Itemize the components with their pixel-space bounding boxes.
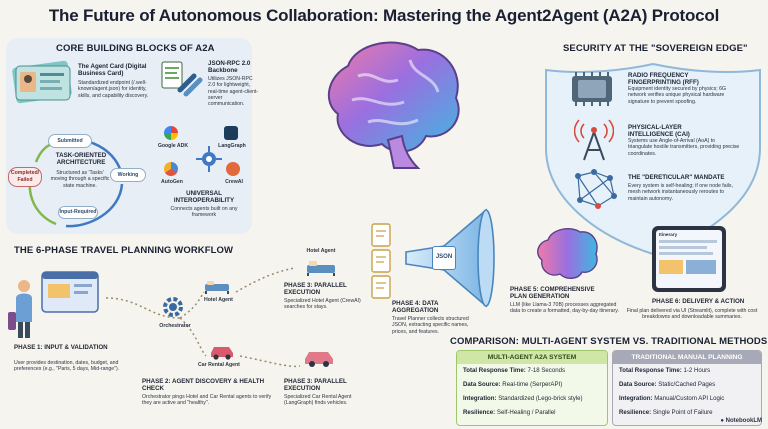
interop-text: Connects agents built on any framework (170, 206, 238, 219)
hotel-bed-icon (204, 278, 230, 294)
trad-row: Data Source: Static/Cached Pages (619, 381, 716, 388)
json-badge-label: JSON (435, 254, 453, 260)
orchestrator-gear-icon (160, 294, 186, 320)
rff-text: Equipment identity secured by physics; 6… (628, 86, 727, 105)
cai-text: Systems use Angle-of-Arrival (AoA) to tr… (628, 138, 740, 157)
phase3a-text: Specialized Hotel Agent (CrewAI) searche… (284, 298, 361, 311)
phase1-text: User provides destination, dates, budget… (14, 360, 120, 373)
json-documents-icon (368, 222, 398, 300)
hub-icon (196, 146, 222, 172)
antenna-tower-icon (573, 118, 615, 162)
phase1-title: PHASE 1: INPUT & VALIDATION (14, 344, 108, 351)
workflow-connector (100, 258, 460, 378)
mesh-network-icon (570, 168, 618, 212)
interop-title: UNIVERSAL INTEROPERABILITY (173, 190, 235, 205)
small-brain-icon (536, 226, 600, 280)
car-agent-label: Car Rental Agent (198, 362, 240, 368)
dereticular-title: THE "DERETICULAR" MANDATE (628, 174, 725, 181)
core-heading: CORE BUILDING BLOCKS OF A2A (56, 43, 215, 54)
phase3b-text: Specialized Car Rental Agent (LangGraph)… (284, 394, 352, 407)
car-icon-2 (302, 348, 336, 368)
agent-card-title: The Agent Card (Digital Business Card) (78, 63, 147, 78)
phase5-text: LLM (like Llama-3 70B) processes aggrega… (510, 302, 619, 315)
autogen-label: AutoGen (161, 179, 183, 185)
hotel-agent-label: Hotel Agent (204, 297, 233, 303)
orchestrator-label: Orchestrator (159, 323, 191, 329)
phase6-text: Final plan delivered via UI (Streamlit),… (626, 308, 758, 321)
hotel-bed-icon-2 (306, 258, 336, 276)
crewai-label: CrewAI (225, 179, 243, 185)
jsonrpc-title: JSON-RPC 2.0 Backbone (208, 60, 251, 75)
phase2-title: PHASE 2: AGENT DISCOVERY & HEALTH CHECK (142, 378, 265, 393)
traveler-browser-icon (8, 268, 100, 340)
langgraph-icon (224, 126, 238, 140)
trad-row: Integration: Manual/Custom API Logic (619, 395, 725, 402)
phase6-title: PHASE 6: DELIVERY & ACTION (652, 298, 745, 305)
workflow-heading: THE 6-PHASE TRAVEL PLANNING WORKFLOW (14, 245, 234, 256)
multi-agent-table: MULTI-AGENT A2A SYSTEM Total Response Ti… (456, 350, 608, 426)
phase4-title: PHASE 4: DATA AGGREGATION (392, 300, 439, 315)
page-title: The Future of Autonomous Collaboration: … (48, 6, 720, 25)
state-submitted: Submitted (48, 134, 92, 148)
state-input-required: Input-Required (58, 206, 98, 219)
json-badge (432, 246, 456, 270)
multi-row: Integration: Standardized (Lego-brick st… (463, 395, 583, 402)
phase5-title: PHASE 5: COMPREHENSIVE PLAN GENERATION (510, 286, 595, 301)
dereticular-text: Every system is self-healing; if one nod… (628, 183, 733, 202)
phase3b-title: PHASE 3: PARALLEL EXECUTION (284, 378, 347, 393)
jsonrpc-text: Utilizes JSON-RPC 2.0 for lightweight, r… (208, 76, 259, 108)
state-completed: Completed/ Failed (8, 167, 42, 187)
notebooklm-icon: ● (720, 418, 724, 424)
cai-title: PHYSICAL-LAYER INTELLIGENCE (CAI) (628, 124, 690, 139)
trad-row: Total Response Time: 1-2 Hours (619, 367, 711, 374)
watermark: ● NotebookLM (720, 418, 762, 424)
document-link-icon (160, 60, 206, 100)
google-adk-icon (164, 126, 178, 140)
state-working: Working (110, 168, 146, 182)
agent-card-text: Standardized endpoint (/.well-known/agen… (78, 80, 149, 99)
phase3-hotel-label: Hotel Agent (306, 248, 336, 254)
tablet-header: Itinerary (659, 232, 678, 237)
brain-illustration (318, 36, 470, 172)
langgraph-label: LangGraph (218, 143, 246, 149)
google-adk-label: Google ADK (157, 143, 189, 149)
phase4-text: Travel Planner collects structured JSON,… (392, 316, 469, 335)
comparison-heading: COMPARISON: MULTI-AGENT SYSTEM VS. TRADI… (450, 336, 768, 347)
chip-icon (566, 70, 618, 108)
multi-row: Total Response Time: 7-18 Seconds (463, 367, 566, 374)
task-text: Structured as 'Tasks' moving through a s… (50, 170, 110, 189)
autogen-icon (164, 162, 178, 176)
watermark-label: NotebookLM (725, 418, 762, 424)
trad-row: Resilience: Single Point of Failure (619, 409, 713, 416)
tablet-icon: Itinerary (652, 226, 726, 292)
car-icon (208, 344, 236, 360)
phase2-text: Orchestrator pings Hotel and Car Rental … (142, 394, 272, 407)
traditional-table: TRADITIONAL MANUAL PLANNING Total Respon… (612, 350, 762, 426)
multi-row: Resilience: Self-Healing / Parallel (463, 409, 556, 416)
agent-card-icon (12, 60, 74, 104)
security-heading: SECURITY AT THE "SOVEREIGN EDGE" (563, 43, 748, 54)
phase3a-title: PHASE 3: PARALLEL EXECUTION (284, 282, 347, 297)
rff-title: RADIO FREQUENCY FINGERPRINTING (RFF) (628, 72, 699, 87)
task-title: TASK-ORIENTED ARCHITECTURE (55, 152, 107, 167)
multi-row: Data Source: Real-time (SerperAPI) (463, 381, 563, 388)
traditional-header: TRADITIONAL MANUAL PLANNING (613, 351, 761, 364)
multi-agent-header: MULTI-AGENT A2A SYSTEM (457, 351, 607, 364)
crewai-icon (226, 162, 240, 176)
